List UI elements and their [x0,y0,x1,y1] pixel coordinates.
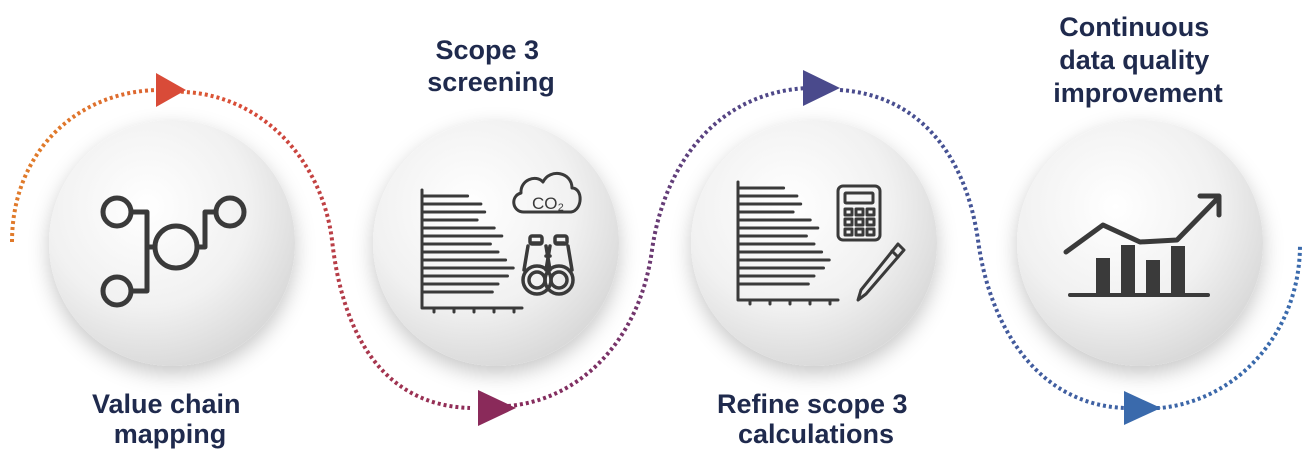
connector-segment-2 [507,86,809,408]
pencil-icon [856,242,906,302]
arrow-icon-red [156,73,186,107]
step-label-screening: Scope 3 screening [427,35,555,97]
step-label-refine: Refine scope 3 calculations [717,389,915,449]
co2-cloud-icon [512,172,582,214]
step-circle-screening [373,120,619,366]
connector-segment-1 [10,87,471,410]
trend-up-bar-chart-icon [1063,193,1222,297]
connector-segment-3 [839,88,1302,410]
calculator-icon [836,184,882,242]
step-label-data-quality: Continuous data quality improvement [1053,12,1223,108]
bar-chart-co2-binoculars-icon: CO₂ [420,172,582,314]
co2-text: CO₂ [532,194,564,213]
connector-lines [10,86,1302,410]
step-label-value-chain: Value chain mapping [92,389,248,449]
horizontal-bar-chart-icon [420,188,524,314]
network-nodes-icon [100,195,247,308]
binoculars-icon [521,234,575,296]
bar-chart-calculator-pencil-icon [736,180,906,306]
arrow-icon-indigo [803,70,840,106]
arrow-icon-maroon [478,390,516,426]
horizontal-bar-chart-icon [736,180,840,306]
arrow-icon-blue [1124,391,1161,425]
step-circle-value-chain [49,120,295,366]
